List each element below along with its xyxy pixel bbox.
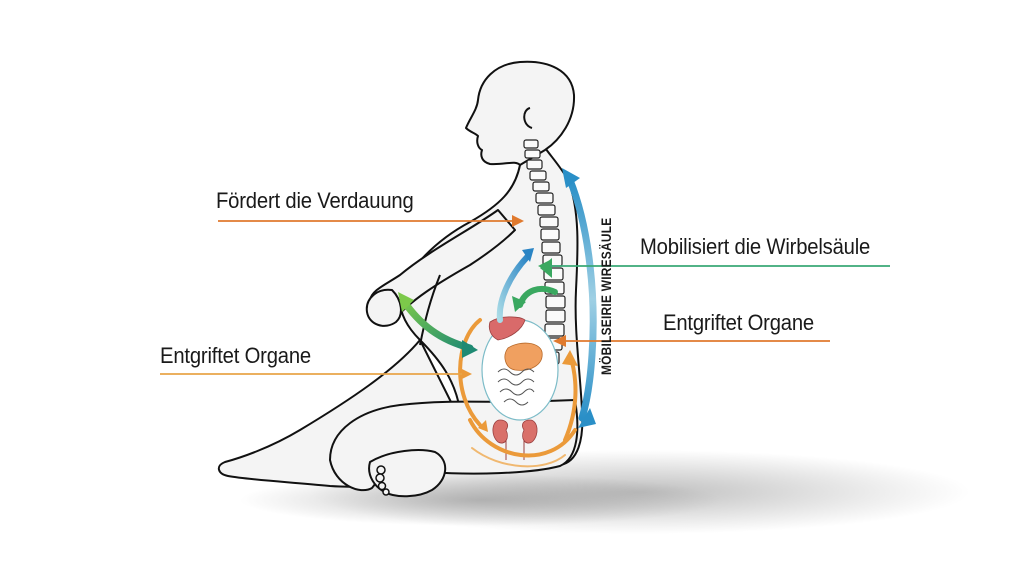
spine-mobility-arrow — [562, 168, 597, 428]
label-vertical-spine: MÖBILSEIRIE WIRESÄULE — [598, 217, 614, 375]
head — [465, 60, 576, 166]
liver — [488, 316, 526, 341]
blue-lift-arrow — [496, 248, 534, 323]
intestines — [497, 368, 535, 406]
stomach — [504, 342, 543, 371]
hand — [365, 288, 402, 327]
label-spine-mobility: Mobilisiert die Wirbelsäule — [640, 234, 871, 259]
orange-flow-arrows — [458, 318, 578, 468]
foot — [368, 449, 447, 498]
label-detox-right: Entgriftet Organe — [663, 310, 815, 335]
label-detox-left: Entgriftet Organe — [160, 343, 312, 368]
label-digestion: Fördert die Verdauung — [216, 188, 414, 213]
leader-lines — [160, 215, 890, 379]
organs — [481, 316, 559, 460]
